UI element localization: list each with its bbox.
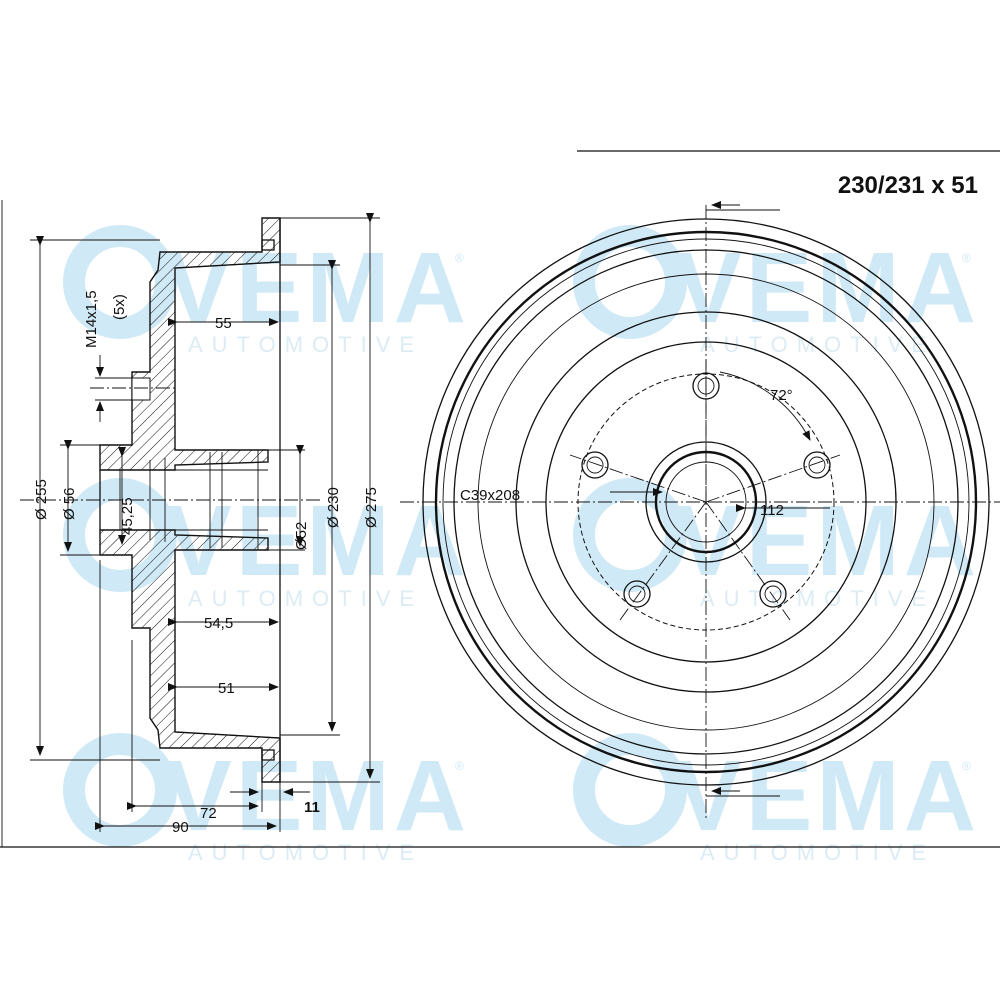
watermark-registered: ® [455, 759, 464, 773]
dim-w55: 55 [215, 315, 232, 332]
dim-thread: M14x1,5 [83, 290, 100, 348]
dim-pcd: 112 [760, 502, 784, 519]
vema-logo-icon [573, 733, 687, 847]
dim-w11: 11 [304, 799, 320, 816]
watermark-brand: VEMA [165, 232, 470, 344]
section-dimensions: Ø 255 Ø 56 45,25 M14x1,5 (5x) 55 54,5 51… [30, 213, 380, 836]
dim-thread-count: (5x) [111, 294, 128, 320]
bolt-hole [623, 580, 651, 608]
watermark-registered: ® [962, 759, 971, 773]
watermark-brand: VEMA [675, 232, 980, 344]
dim-w90: 90 [172, 819, 189, 836]
bolt-hole [803, 451, 831, 479]
section-view [20, 217, 320, 783]
watermark-sub: AUTOMOTIVE [700, 840, 935, 865]
vema-logo-icon [63, 733, 177, 847]
front-view: 72° C39x208 112 [400, 201, 1000, 820]
watermark-mid-right: VEMA AUTOMOTIVE [573, 478, 980, 611]
dim-d275: Ø 275 [363, 487, 380, 528]
dim-w54-5: 54,5 [204, 615, 233, 632]
drum-size-title: 230/231 x 51 [838, 172, 978, 199]
dim-d45: 45,25 [119, 497, 136, 535]
watermark-bottom-right: VEMA ® AUTOMOTIVE [573, 733, 976, 865]
bolt-hole [581, 451, 609, 479]
watermark-brand: VEMA [165, 740, 470, 852]
dim-angle: 72° [770, 387, 793, 404]
vema-logo-icon [573, 478, 687, 592]
watermark-bottom-left: VEMA ® AUTOMOTIVE [63, 733, 470, 865]
dim-d56: Ø 56 [61, 487, 78, 520]
dim-d52: Ø52 [293, 522, 310, 550]
watermark-sub: AUTOMOTIVE [700, 586, 935, 611]
dim-w51: 51 [218, 680, 235, 697]
dim-spline: C39x208 [460, 487, 520, 504]
bolt-hole [759, 580, 787, 608]
dim-w72: 72 [200, 805, 217, 822]
dim-d255: Ø 255 [33, 479, 50, 520]
dim-d230: Ø 230 [325, 487, 342, 528]
watermark-registered: ® [455, 251, 464, 265]
watermark-registered: ® [962, 251, 971, 265]
watermark-sub: AUTOMOTIVE [188, 840, 423, 865]
watermark-mid-left: VEMA AUTOMOTIVE [63, 478, 466, 611]
watermark-sub: AUTOMOTIVE [188, 586, 423, 611]
watermark-sub: AUTOMOTIVE [188, 332, 423, 357]
watermark-brand: VEMA [675, 485, 980, 597]
